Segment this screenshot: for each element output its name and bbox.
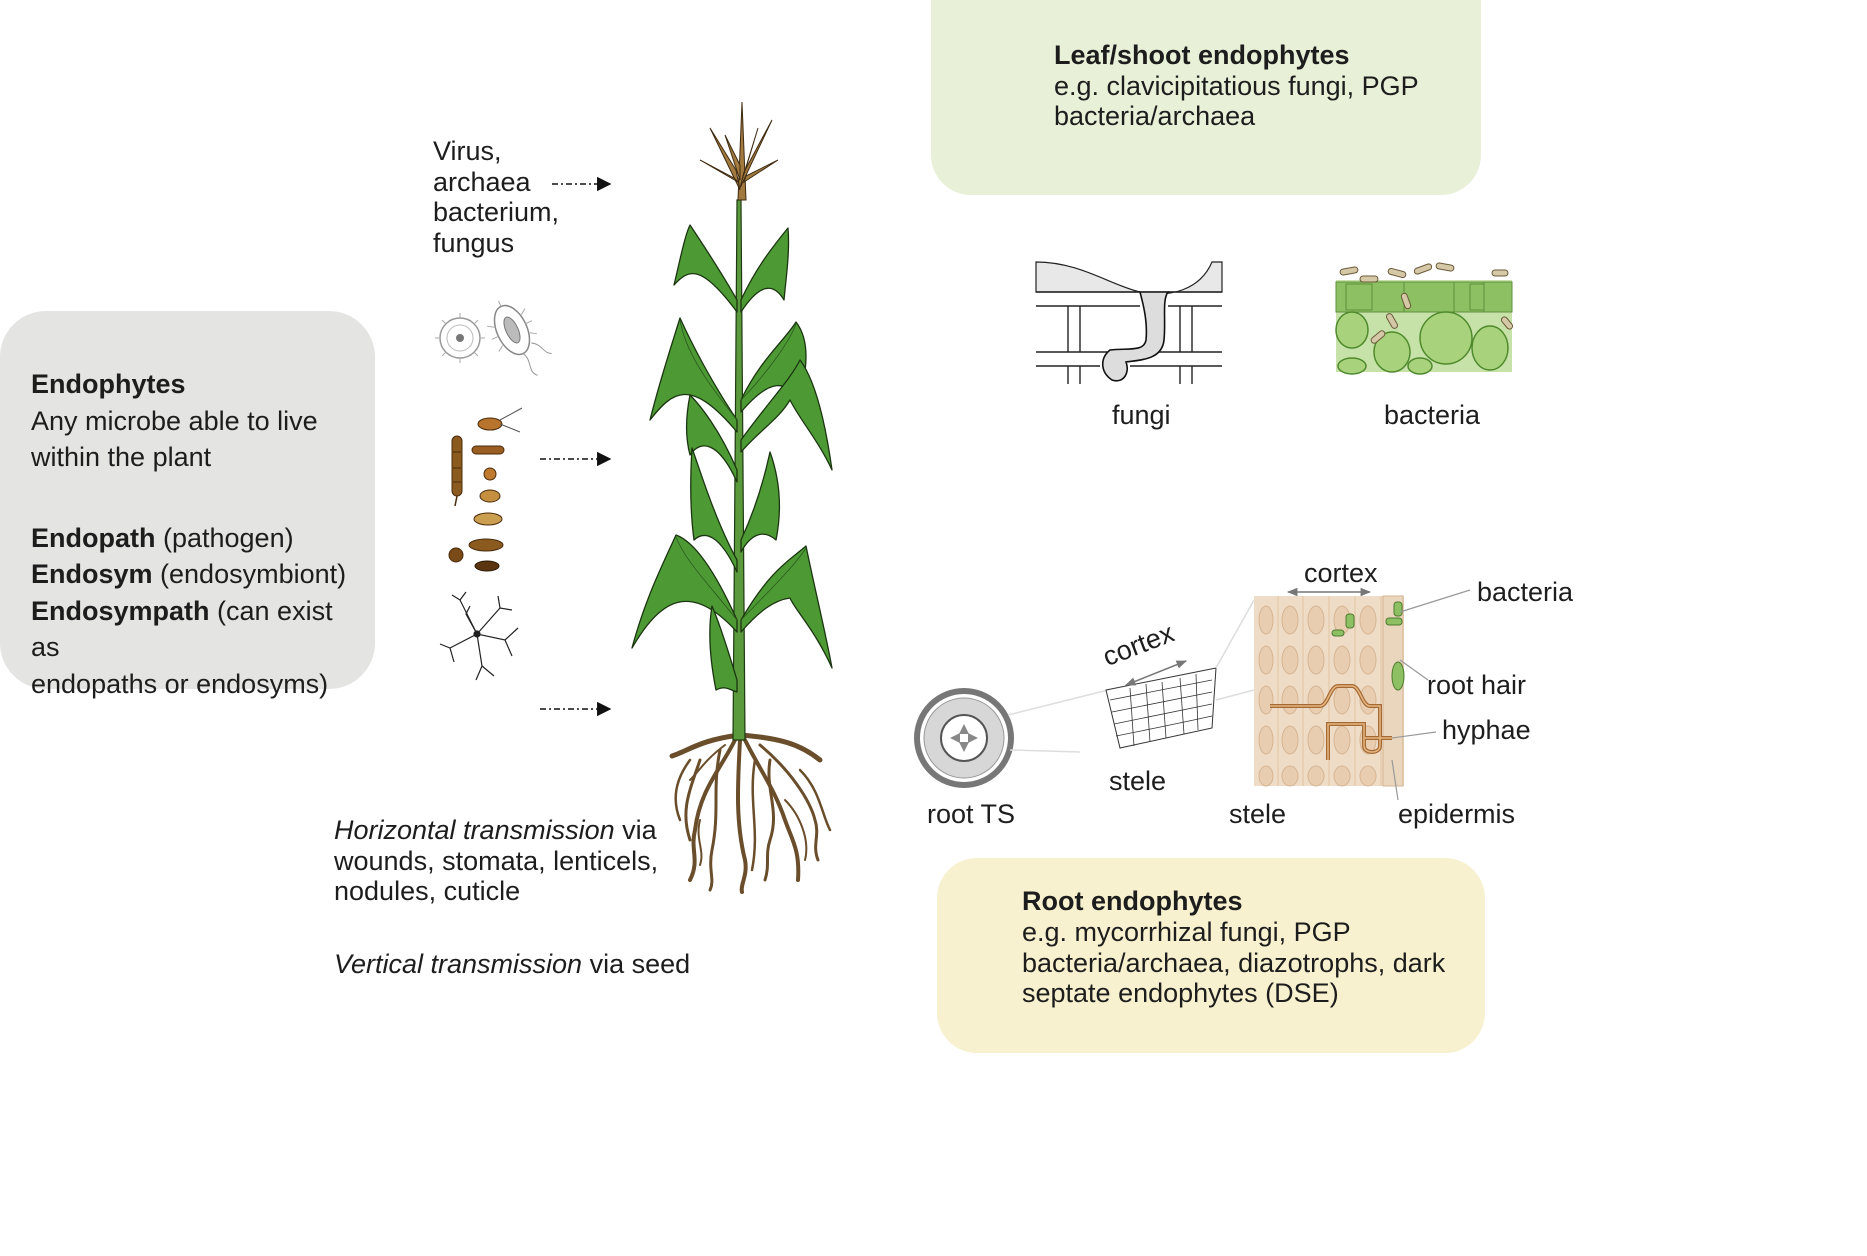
horizontal-transmission-line-2: wounds, stomata, lenticels, xyxy=(334,845,659,876)
endopath-entry: Endopath (pathogen) xyxy=(31,522,294,553)
root-endophytes-box xyxy=(937,858,1485,1053)
endophytes-line-1: Any microbe able to live xyxy=(31,405,318,436)
bacteria-cell-inset xyxy=(1335,262,1514,375)
endosym-entry: Endosym (endosymbiont) xyxy=(31,559,347,589)
root-hair-label: root hair xyxy=(1427,670,1527,700)
cortex-top-label: cortex xyxy=(1304,558,1378,588)
endosympath-line-2: endopaths or endosyms) xyxy=(31,668,329,699)
root-cross-section xyxy=(914,688,1109,788)
leaf-shoot-line-2: bacteria/archaea xyxy=(1054,101,1256,131)
fungi-cell-inset xyxy=(1035,260,1223,384)
leaf-shoot-title: Leaf/shoot endophytes xyxy=(1054,40,1350,70)
root-endophytes-line-3: septate endophytes (DSE) xyxy=(1022,978,1339,1009)
root-endophytes-text: Root endophytes e.g. mycorrhizal fungi, … xyxy=(1022,886,1445,1009)
plant-tassel xyxy=(699,101,779,201)
fungi-label: fungi xyxy=(1112,400,1171,430)
fungus-spores-icon xyxy=(448,407,523,572)
endophytes-definition-box xyxy=(0,311,375,689)
root-bacteria-label: bacteria xyxy=(1477,577,1574,607)
vertical-transmission-text: Vertical transmission via seed xyxy=(334,949,691,979)
microbes-label: Virus, archaea bacterium, fungus xyxy=(433,136,559,258)
root-ts-label: root TS xyxy=(927,799,1016,829)
plant-roots xyxy=(669,732,832,894)
plant-leaves xyxy=(631,224,833,693)
microbes-label-line-1: Virus, xyxy=(433,136,502,166)
endophytes-definition: Endophytes Any microbe able to live with… xyxy=(31,366,366,702)
endophytes-line-2: within the plant xyxy=(31,442,212,472)
stele-middle-label: stele xyxy=(1109,766,1167,796)
endophytes-title: Endophytes xyxy=(31,369,186,399)
epidermis-label: epidermis xyxy=(1398,799,1516,829)
root-endophytes-line-2: bacteria/archaea, diazotrophs, dark xyxy=(1022,947,1446,978)
virus-icon xyxy=(435,313,485,363)
microbes-label-line-4: fungus xyxy=(433,227,515,258)
horizontal-transmission-text: Horizontal transmission via wounds, stom… xyxy=(334,815,658,907)
bacteria-inset-label: bacteria xyxy=(1384,400,1481,430)
leaf-shoot-line-1: e.g. clavicipitatious fungi, PGP xyxy=(1054,70,1419,101)
stele-bottom-label: stele xyxy=(1229,799,1287,829)
leaf-shoot-endophytes-text: Leaf/shoot endophytes e.g. clavicipitati… xyxy=(1054,40,1419,132)
hyphae-label: hyphae xyxy=(1442,715,1531,745)
archaea-icon xyxy=(486,300,552,376)
leaf-shoot-endophytes-box xyxy=(931,0,1481,195)
microbes-label-line-3: bacterium, xyxy=(433,197,560,227)
hyphae-icon xyxy=(439,591,519,681)
horizontal-transmission-line-3: nodules, cuticle xyxy=(334,876,521,906)
maize-plant xyxy=(631,101,833,894)
horizontal-transmission-line-1: Horizontal transmission via xyxy=(334,815,657,845)
cortex-longitudinal-section xyxy=(1254,587,1471,801)
root-endophytes-title: Root endophytes xyxy=(1022,886,1243,916)
endosympath-entry: Endosympath (can exist as xyxy=(31,595,333,663)
root-endophytes-line-1: e.g. mycorrhizal fungi, PGP xyxy=(1022,916,1351,947)
microbes-label-line-2: archaea xyxy=(433,166,531,197)
cortex-wedge xyxy=(1105,599,1255,749)
